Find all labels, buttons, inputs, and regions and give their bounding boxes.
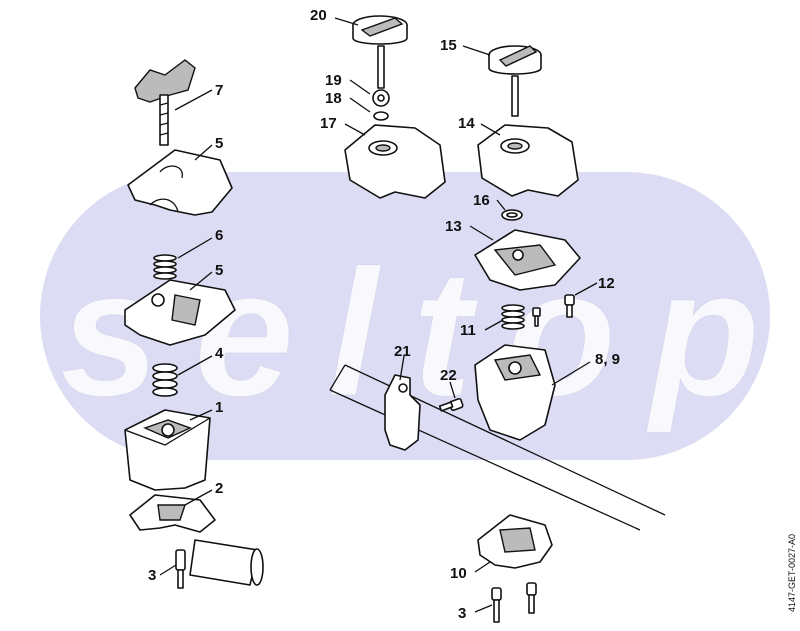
callout-19: 19	[325, 72, 342, 89]
callout-3-right: 3	[458, 605, 466, 622]
part-16-washer	[501, 209, 523, 221]
part-22-screw	[438, 397, 464, 412]
part-14-cover	[477, 124, 579, 197]
callout-11: 11	[460, 322, 476, 339]
part-21-clamp	[384, 374, 421, 451]
callouts: 7 5 6 5 4 1 2 3 20 19 18 17 15 14 16 13 …	[148, 7, 620, 622]
part-3-screw-left	[175, 549, 186, 589]
callout-4: 4	[215, 345, 224, 362]
leader-lines	[159, 17, 598, 613]
callout-13: 13	[445, 218, 462, 235]
part-3-screws-right	[491, 582, 537, 623]
tube-stub	[189, 539, 264, 586]
callout-17: 17	[320, 115, 337, 132]
callout-6: 6	[215, 227, 223, 244]
part-17-cover	[344, 124, 446, 199]
part-15-knob	[488, 45, 542, 117]
part-4-spring	[152, 363, 178, 397]
callout-16: 16	[473, 192, 490, 209]
part-2-clamp	[129, 494, 216, 533]
part-19-lock-washer	[372, 89, 390, 107]
callout-15: 15	[440, 37, 457, 54]
callout-1: 1	[215, 399, 223, 416]
callout-5-lower: 5	[215, 262, 223, 279]
callout-7: 7	[215, 82, 223, 99]
part-11-spring	[501, 304, 541, 330]
part-7-wing-screw	[134, 59, 196, 146]
part-10-clamp	[477, 514, 553, 569]
callout-21: 21	[394, 343, 411, 360]
drawing-code: 4147-GET-0027-A0	[787, 534, 797, 612]
callout-2: 2	[215, 480, 223, 497]
part-5-housing	[124, 279, 236, 346]
part-20-knob	[352, 15, 408, 89]
callout-20: 20	[310, 7, 327, 24]
callout-18: 18	[325, 90, 342, 107]
callout-22: 22	[440, 367, 457, 384]
callout-10: 10	[450, 565, 467, 582]
part-5-cover	[127, 149, 233, 216]
part-8-9-handle	[474, 344, 556, 441]
part-6-spring	[153, 254, 177, 280]
callout-12: 12	[598, 275, 615, 292]
callout-5-top: 5	[215, 135, 223, 152]
part-1-handle-body	[124, 409, 211, 491]
callout-3-left: 3	[148, 567, 156, 584]
callout-8-9: 8, 9	[595, 351, 620, 368]
callout-14: 14	[458, 115, 475, 132]
part-13-housing	[474, 229, 581, 291]
part-12-screw	[564, 294, 575, 318]
part-18-nut	[373, 111, 389, 121]
